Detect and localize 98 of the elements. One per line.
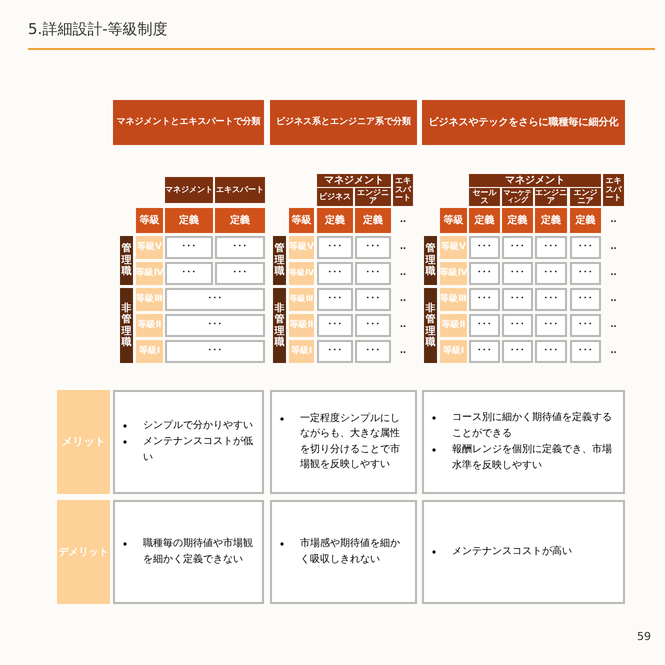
table-cell: ･･･	[469, 288, 500, 311]
table-cell: ･･･	[469, 314, 500, 337]
header-bar: ビジネス系とエンジニア系で分類	[270, 100, 417, 145]
grade-label: 等級Ⅴ	[136, 236, 163, 259]
definition-header: 定義	[535, 208, 567, 233]
column-header: マネジメント	[317, 174, 391, 187]
grade-label: 等級Ⅴ	[440, 236, 467, 259]
slide-title: 5.詳細設計-等級制度	[28, 20, 168, 39]
grade-label: 等級Ⅱ	[289, 314, 314, 337]
definition-header: 定義	[165, 208, 213, 233]
table-cell: ･･･	[317, 288, 353, 311]
column-header: エンジニア	[355, 188, 391, 206]
table-cell: ･･･	[317, 236, 353, 259]
table-cell: ･･･	[570, 340, 601, 363]
table-cell: ･･･	[355, 288, 391, 311]
definition-header: 定義	[215, 208, 265, 233]
placeholder-text: ‥	[398, 344, 407, 358]
grade-label: 等級Ⅳ	[289, 262, 314, 285]
definition-header: 定義	[570, 208, 601, 233]
category-label: 非管理職	[424, 288, 437, 363]
table-cell: ･･･	[502, 314, 533, 337]
table-cell: ･･･	[535, 340, 567, 363]
header-bar: ビジネスやテックをさらに職種毎に細分化	[422, 100, 625, 145]
table-cell: ･･･	[570, 236, 601, 259]
table-cell: ･･･	[165, 314, 265, 337]
table-cell: ･･･	[215, 262, 265, 285]
table-cell: ･･･	[317, 340, 353, 363]
column-header: エキスパート	[603, 174, 624, 206]
grade-label: 等級Ⅰ	[136, 340, 163, 363]
table-cell: ･･･	[165, 340, 265, 363]
table-cell: ･･･	[535, 288, 567, 311]
grade-label: 等級Ⅲ	[440, 288, 467, 311]
grade-header: 等級	[289, 208, 314, 233]
table-cell: ･･･	[469, 236, 500, 259]
placeholder-text: ‥	[398, 214, 407, 227]
column-header: エンジニア	[570, 188, 601, 206]
column-header: エンジニア	[535, 188, 567, 206]
category-label: 非管理職	[120, 288, 133, 363]
table-cell: ･･･	[355, 236, 391, 259]
table-cell: ･･･	[215, 236, 265, 259]
definition-header: 定義	[469, 208, 500, 233]
category-label: 管理職	[273, 236, 286, 285]
placeholder-text: ‥	[398, 266, 407, 280]
grade-label: 等級Ⅲ	[136, 288, 163, 311]
column-header: ビジネス	[317, 188, 353, 206]
placeholder-text: ‥	[609, 292, 618, 306]
table-cell: ･･･	[502, 262, 533, 285]
grade-label: 等級Ⅲ	[289, 288, 314, 311]
bullet-item: 職種毎の期待値や市場観を細かく定義できない	[121, 536, 256, 567]
column-header: マネジメント	[469, 174, 601, 187]
category-label: 管理職	[120, 236, 133, 285]
table-cell: ･･･	[355, 262, 391, 285]
column-header: セールス	[469, 188, 500, 206]
category-label: 管理職	[424, 236, 437, 285]
placeholder-text: ‥	[609, 318, 618, 332]
table-cell: ･･･	[535, 314, 567, 337]
table-cell: ･･･	[469, 340, 500, 363]
grade-label: 等級Ⅱ	[136, 314, 163, 337]
table-cell: ･･･	[355, 314, 391, 337]
column-header: エキスパート	[393, 174, 413, 206]
table-cell: ･･･	[355, 340, 391, 363]
grade-label: 等級Ⅰ	[440, 340, 467, 363]
table-cell: ･･･	[165, 262, 213, 285]
column-header: エキスパート	[215, 177, 265, 203]
table-cell: ･･･	[502, 236, 533, 259]
placeholder-text: ‥	[398, 318, 407, 332]
table-cell: ･･･	[535, 236, 567, 259]
table-cell: ･･･	[502, 288, 533, 311]
header-bar: マネジメントとエキスパートで分類	[113, 100, 264, 145]
grade-label: 等級Ⅱ	[440, 314, 467, 337]
table-cell: ･･･	[570, 262, 601, 285]
grade-label: 等級Ⅰ	[289, 340, 314, 363]
grade-header: 等級	[440, 208, 467, 233]
definition-header: 定義	[355, 208, 391, 233]
grade-label: 等級Ⅴ	[289, 236, 314, 259]
table-cell: ･･･	[165, 288, 265, 311]
placeholder-text: ‥	[609, 266, 618, 280]
table-cell: ･･･	[570, 288, 601, 311]
table-cell: ･･･	[502, 340, 533, 363]
placeholder-text: ‥	[609, 344, 618, 358]
placeholder-text: ‥	[398, 240, 407, 254]
table-cell: ･･･	[317, 314, 353, 337]
category-label: 非管理職	[273, 288, 286, 363]
definition-header: 定義	[317, 208, 353, 233]
column-header: マネジメント	[165, 177, 213, 203]
table-cell: ･･･	[165, 236, 213, 259]
table-cell: ･･･	[570, 314, 601, 337]
row-label: デメリット	[57, 500, 110, 604]
row-label: メリット	[57, 390, 110, 494]
grade-header: 等級	[136, 208, 163, 233]
definition-header: 定義	[502, 208, 533, 233]
table-cell: ･･･	[317, 262, 353, 285]
page-number: 59	[636, 628, 652, 645]
table-cell: ･･･	[469, 262, 500, 285]
placeholder-text: ‥	[609, 214, 618, 227]
table-cell: ･･･	[535, 262, 567, 285]
placeholder-text: ‥	[398, 292, 407, 306]
placeholder-text: ‥	[609, 240, 618, 254]
